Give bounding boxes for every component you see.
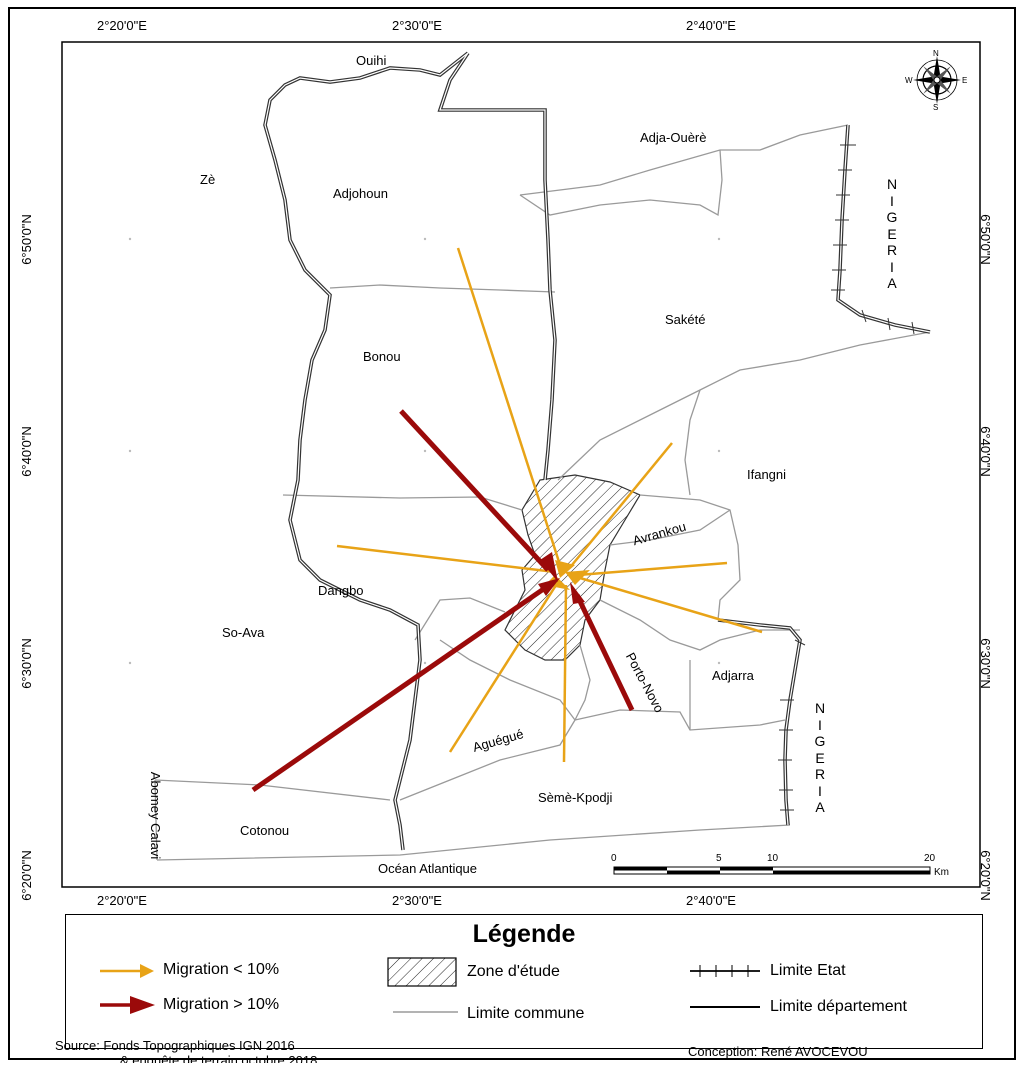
lat-label-left: 6°40'0"N (18, 426, 34, 477)
lon-label-bottom: 2°30'0"E (392, 893, 442, 908)
legend-migration-high: Migration > 10% (163, 996, 280, 1013)
place-label-ze: Zè (200, 172, 216, 187)
lon-label-top: 2°30'0"E (392, 18, 442, 33)
compass-rose (913, 56, 961, 104)
lon-label-bottom: 2°20'0"E (97, 893, 147, 908)
legend-department-limit: Limite département (770, 998, 907, 1015)
migration-low-arrow (579, 576, 763, 634)
place-label-adja-ouere: Adja-Ouèrè (640, 130, 707, 145)
place-label-dangbo: Dangbo (318, 583, 364, 598)
lat-label-right: 6°50'0"N (977, 214, 993, 265)
legend-title: Légende (472, 920, 576, 948)
legend-study-zone: Zone d'étude (467, 963, 560, 980)
lat-label-left: 6°20'0"N (18, 850, 34, 901)
place-label-ouihi: Ouihi (356, 53, 387, 68)
map-frame (8, 7, 1016, 1060)
place-label-seme-kpodji: Sèmè-Kpodji (538, 790, 613, 805)
source-line-1: Source: Fonds Topographiques IGN 2016 (55, 1038, 295, 1053)
legend-state-limit: Limite Etat (770, 962, 846, 979)
department-limits (263, 51, 931, 851)
compass-w: W (905, 76, 913, 85)
scale-tick-10: 10 (767, 853, 779, 864)
lat-label-right: 6°20'0"N (977, 850, 993, 901)
migration-low-arrow (562, 584, 568, 763)
migration-high-arrowheads (538, 552, 585, 604)
conception-credit: Conception: René AVOCEVOU (688, 1044, 868, 1059)
legend-box: Légende (65, 914, 983, 1049)
place-label-adjarra: Adjarra (712, 668, 754, 683)
lon-label-bottom: 2°40'0"E (686, 893, 736, 908)
migration-low-arrow (577, 561, 728, 577)
lon-label-top: 2°20'0"E (97, 18, 147, 33)
map-inner-frame (61, 41, 981, 888)
scale-bar (613, 866, 931, 875)
place-label-bonou: Bonou (363, 349, 401, 364)
graticule-crosses (128, 237, 721, 665)
place-label-cotonou: Cotonou (240, 823, 290, 838)
migration-high-arrow (574, 593, 635, 712)
scale-tick-20: 20 (924, 853, 936, 864)
commune-limits (154, 124, 931, 861)
migration-low-arrow (336, 544, 556, 574)
place-label-ocean: Océan Atlantique (378, 861, 478, 876)
state-border-ticks (778, 144, 915, 811)
lat-label-right: 6°30'0"N (977, 638, 993, 689)
legend-migration-low: Migration < 10% (163, 961, 280, 978)
place-label-ifangni: Ifangni (747, 467, 787, 482)
compass-s: S (933, 103, 939, 112)
compass-e: E (962, 76, 968, 85)
migration-high-arrow (399, 409, 550, 572)
place-label-sakete: Sakété (665, 312, 706, 327)
place-label-adjohoun: Adjohoun (333, 186, 388, 201)
place-label-so-ava: So-Ava (222, 625, 265, 640)
department-limits-inner (264, 52, 931, 851)
migration-low-arrow (448, 581, 560, 753)
lat-label-left: 6°30'0"N (18, 638, 34, 689)
source-line-2: & enquête de terrain octobre 2018 (120, 1053, 318, 1063)
lon-label-top: 2°40'0"E (686, 18, 736, 33)
scale-tick-5: 5 (716, 853, 722, 864)
legend-commune-limit: Limite commune (467, 1005, 585, 1022)
lat-label-right: 6°40'0"N (977, 426, 993, 477)
migration-high-arrow (251, 585, 547, 793)
migration-high-arrows (251, 409, 635, 793)
lat-label-left: 6°50'0"N (18, 214, 34, 265)
legend-symbols (100, 957, 760, 1014)
migration-low-arrow (456, 247, 562, 566)
scale-unit: Km (934, 867, 949, 878)
migration-low-arrows (336, 247, 763, 763)
place-label-abomey-calavi: Abomey Calavi (148, 771, 164, 860)
compass-n: N (933, 49, 939, 58)
scale-tick-0: 0 (611, 853, 617, 864)
migration-low-arrow (571, 442, 673, 566)
